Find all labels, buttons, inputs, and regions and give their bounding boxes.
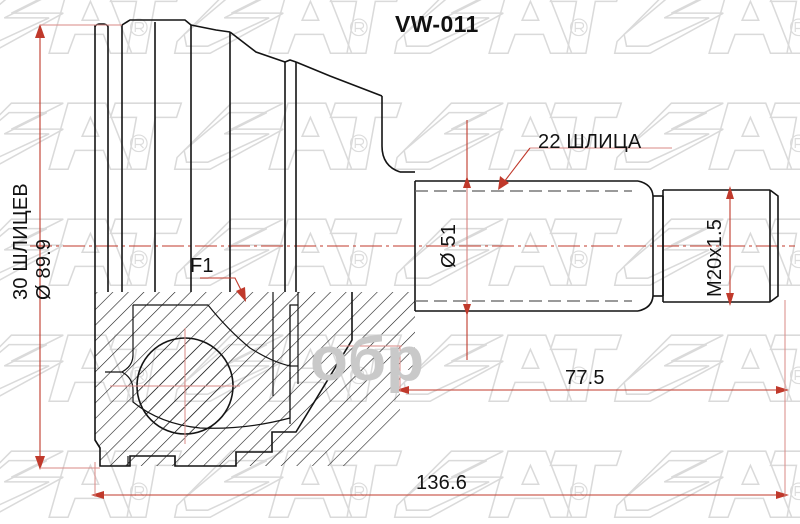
label-inner-splines: 30 ШЛИЦЕВ xyxy=(10,183,32,300)
label-overall-length: 136.6 xyxy=(416,472,467,494)
callout-f1-leader xyxy=(200,277,246,302)
joint-body-section xyxy=(94,292,415,467)
site-watermark: обр xyxy=(310,325,424,394)
joint-body-upper-outline xyxy=(94,19,415,292)
label-shaft-diameter: Ø 51 xyxy=(438,224,460,268)
dimension-thread xyxy=(726,186,734,306)
part-number-title: VW-011 xyxy=(395,11,479,37)
label-callout-f1: F1 xyxy=(190,255,214,277)
callout-splines-leader xyxy=(498,147,672,190)
label-shaft-length: 77.5 xyxy=(565,367,605,389)
dimension-overall-length xyxy=(91,300,789,499)
label-outer-splines: 22 ШЛИЦА xyxy=(538,131,642,153)
label-outer-diameter: Ø 89.9 xyxy=(33,239,55,300)
label-thread: M20x1.5 xyxy=(704,219,726,297)
output-shaft xyxy=(414,180,779,312)
dimension-outer-diameter xyxy=(35,24,122,470)
dimension-shaft-diameter xyxy=(463,120,471,360)
